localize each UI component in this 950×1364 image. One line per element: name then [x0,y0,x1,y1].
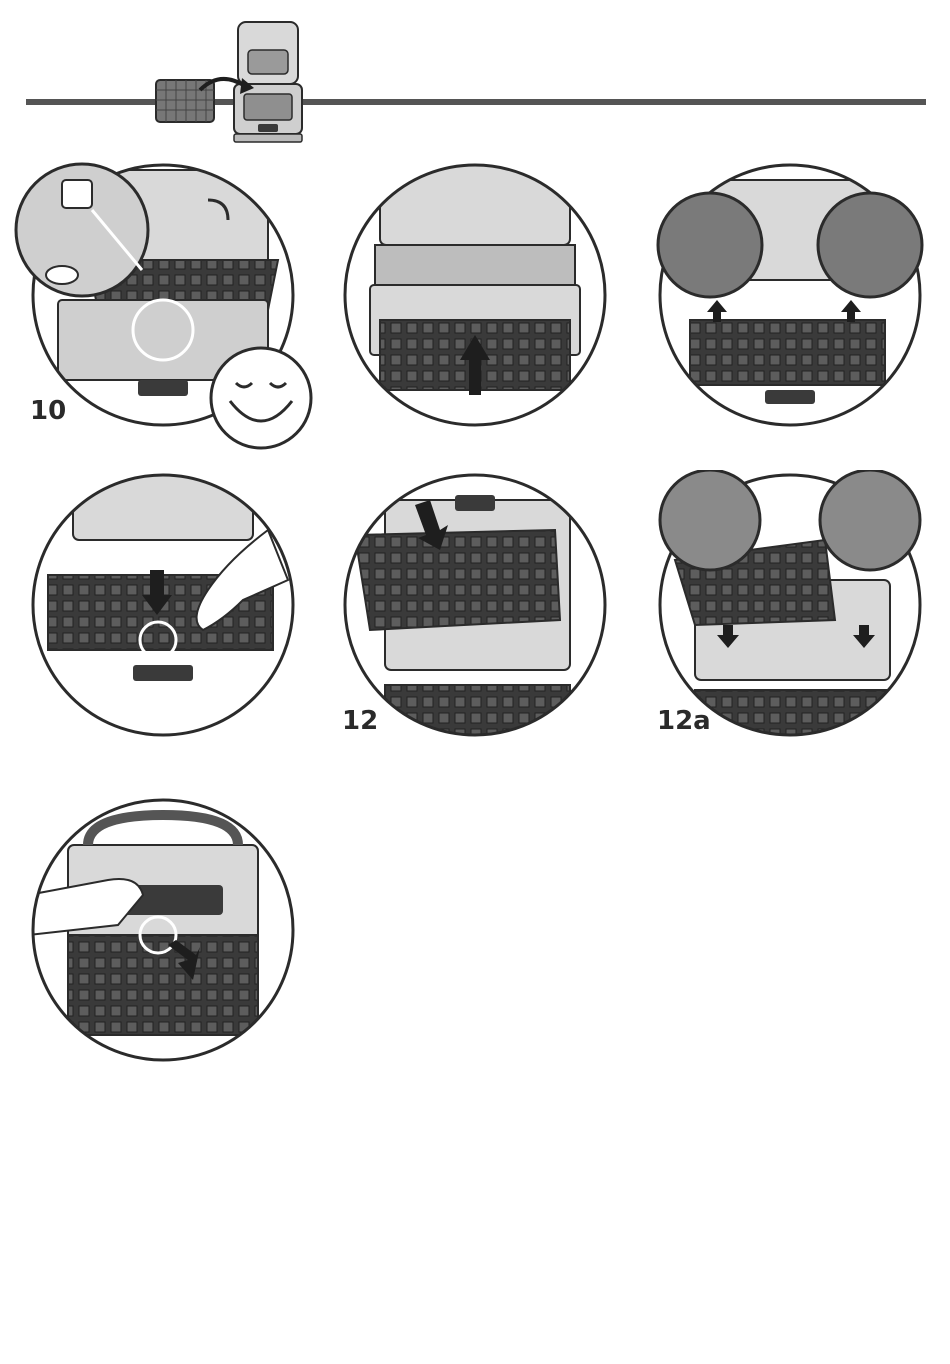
step-label-10: 10 [30,398,66,424]
step-11c-panel [28,470,298,740]
zoom-inset-10 [12,160,152,300]
step-12a-panel [655,470,925,740]
step-label-12: 12 [342,708,378,734]
step-12-panel [340,470,610,740]
step-11-panel [340,160,610,430]
waffle-maker-icon [150,20,320,150]
step-label-12a: 12a [657,708,711,734]
smiley-icon [208,345,314,451]
step-13-panel [28,795,298,1065]
step-11b-panel [655,160,925,430]
